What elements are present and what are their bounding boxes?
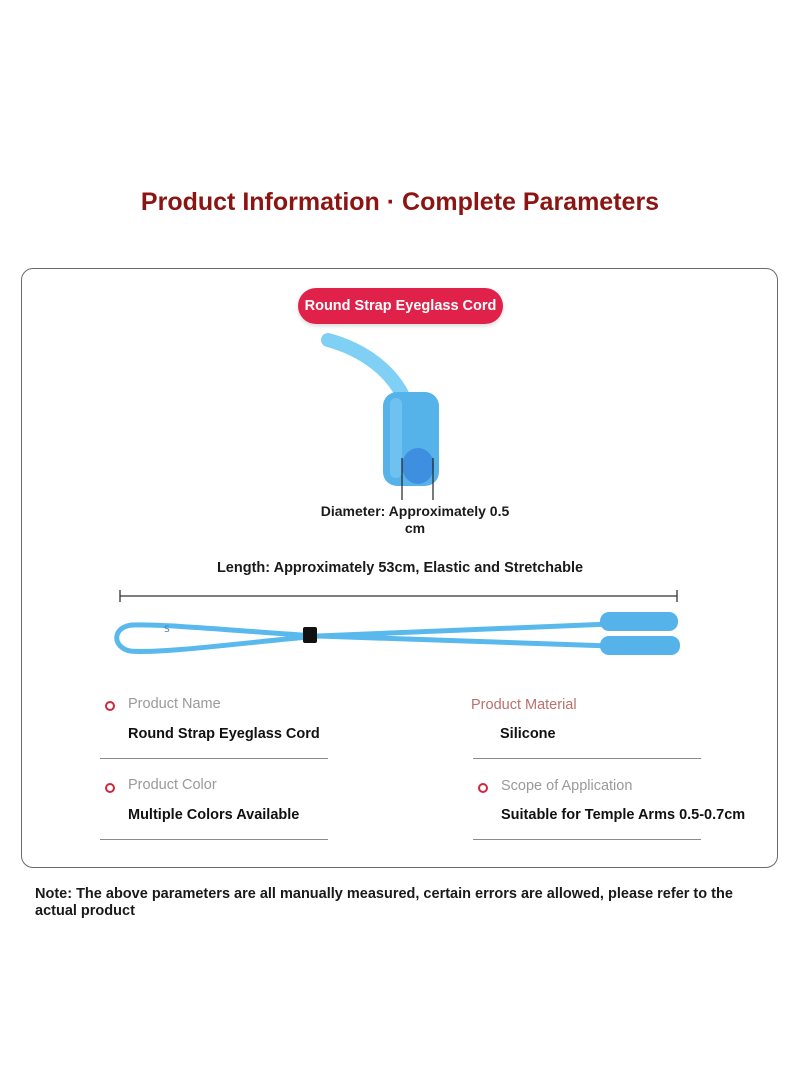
product-name-label: Product Name (128, 696, 221, 712)
page-title: Product Information · Complete Parameter… (140, 188, 660, 216)
measurement-note: Note: The above parameters are all manua… (35, 886, 733, 919)
product-name-value: Round Strap Eyeglass Cord (128, 726, 320, 742)
product-color-bullet-icon (105, 783, 115, 793)
divider (100, 758, 328, 759)
scope-value: Suitable for Temple Arms 0.5-0.7cm (501, 807, 746, 823)
product-color-value: Multiple Colors Available (128, 807, 300, 823)
product-material-label: Product Material (471, 697, 577, 713)
product-info-card (21, 268, 778, 868)
product-material-value: Silicone (500, 726, 556, 742)
product-badge: Round Strap Eyeglass Cord (298, 288, 503, 324)
product-name-bullet-icon (105, 701, 115, 711)
length-label: Length: Approximately 53cm, Elastic and … (216, 560, 584, 576)
product-color-label: Product Color (128, 777, 217, 793)
svg-text:S: S (164, 625, 170, 635)
scope-bullet-icon (478, 783, 488, 793)
length-dimension-line (119, 590, 678, 602)
divider (473, 758, 701, 759)
divider (100, 839, 328, 840)
scope-label: Scope of Application (501, 778, 633, 794)
full-cord-image: S (114, 612, 680, 655)
divider (473, 839, 701, 840)
cord-closeup-image (321, 333, 439, 500)
diameter-label: Diameter: Approximately 0.5 cm (320, 503, 510, 536)
